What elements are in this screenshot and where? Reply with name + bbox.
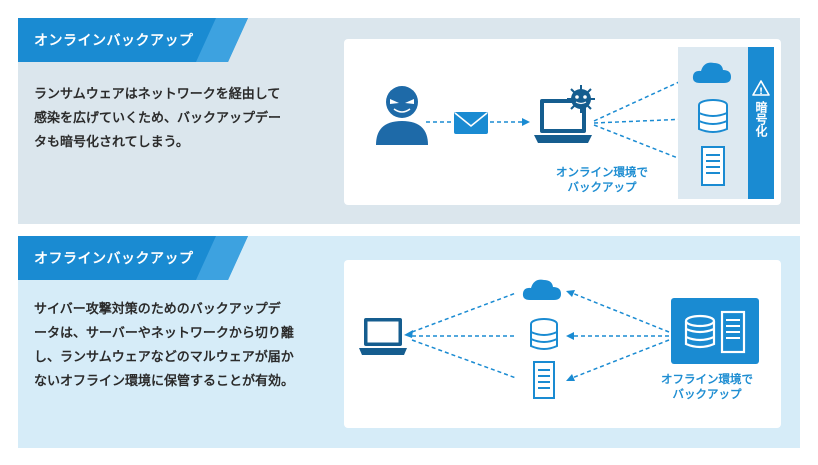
laptop-to-server-line — [411, 339, 517, 379]
attacker-icon — [376, 86, 428, 145]
online-caption: オンライン環境で バックアップ — [556, 165, 648, 195]
laptop-icon — [534, 99, 592, 143]
laptop-icon — [359, 318, 407, 355]
offline-caption: オフライン環境で バックアップ — [661, 372, 753, 402]
offline-description-line: サイバー攻撃対策のためのバックアップデ — [34, 302, 281, 317]
offline-caption-line: バックアップ — [672, 387, 742, 401]
server-icon — [533, 361, 555, 399]
online-backup-panel: オンラインバックアップ ランサムウェアはネットワークを経由して 感染を広げていく… — [18, 18, 800, 224]
offline-description-line: し、ランサムウェアなどのマルウェアが届か — [34, 350, 294, 365]
offline-to-cloud-line — [571, 292, 670, 333]
online-diagram: ! 暗号化 — [376, 47, 774, 199]
laptop-to-server-line — [593, 124, 689, 163]
online-header-title: オンラインバックアップ — [34, 33, 194, 49]
online-description: ランサムウェアはネットワークを経由して 感染を広げていくため、バックアップデー … — [34, 83, 334, 155]
envelope-icon — [454, 112, 488, 134]
offline-database-icon — [684, 314, 716, 349]
offline-connections — [411, 292, 670, 379]
virus-icon — [567, 85, 595, 113]
laptop-to-cloud-line — [411, 292, 517, 333]
online-caption-line: バックアップ — [567, 180, 637, 194]
laptop-to-database-line — [593, 118, 689, 124]
warning-icon — [752, 80, 770, 96]
cloud-icon — [692, 62, 731, 83]
database-icon — [698, 99, 728, 133]
offline-caption-line: オフライン環境で — [661, 372, 753, 386]
header-tag-shape — [18, 18, 248, 62]
online-header-tag: オンラインバックアップ — [18, 18, 248, 62]
online-description-line: ランサムウェアはネットワークを経由して — [34, 87, 281, 102]
offline-description-line: ないオフライン環境に保管することが有効。 — [34, 374, 295, 389]
laptop-to-cloud-line — [593, 75, 693, 122]
offline-description-line: ータは、サーバーやネットワークから切り離 — [34, 326, 294, 341]
online-connections — [426, 75, 693, 163]
database-icon — [530, 318, 558, 350]
offline-to-server-line — [571, 339, 670, 379]
server-icon — [701, 146, 725, 186]
offline-diagram-card: オフライン環境で バックアップ — [344, 260, 781, 428]
online-description-line: 感染を広げていくため、バックアップデー — [34, 111, 282, 126]
offline-header-title: オフラインバックアップ — [34, 251, 194, 267]
offline-backup-panel: オフラインバックアップ サイバー攻撃対策のためのバックアップデ ータは、サーバー… — [18, 236, 800, 448]
online-description-line: タも暗号化されてしまう。 — [34, 135, 189, 150]
cloud-icon — [522, 279, 561, 300]
encrypted-label: 暗号化 — [754, 100, 768, 138]
offline-header-tag: オフラインバックアップ — [18, 236, 248, 280]
offline-server-icon — [720, 310, 746, 354]
offline-description: サイバー攻撃対策のためのバックアップデ ータは、サーバーやネットワークから切り離… — [34, 298, 334, 394]
online-caption-line: オンライン環境で — [556, 165, 648, 179]
offline-arrowheads — [404, 290, 575, 381]
encrypted-bar — [748, 47, 774, 199]
online-diagram-card: ! 暗号化 オンライン環境で バックアップ — [344, 39, 781, 205]
warning-mark: ! — [759, 87, 763, 97]
offline-diagram — [359, 279, 759, 399]
header-tag-shape — [18, 236, 248, 280]
